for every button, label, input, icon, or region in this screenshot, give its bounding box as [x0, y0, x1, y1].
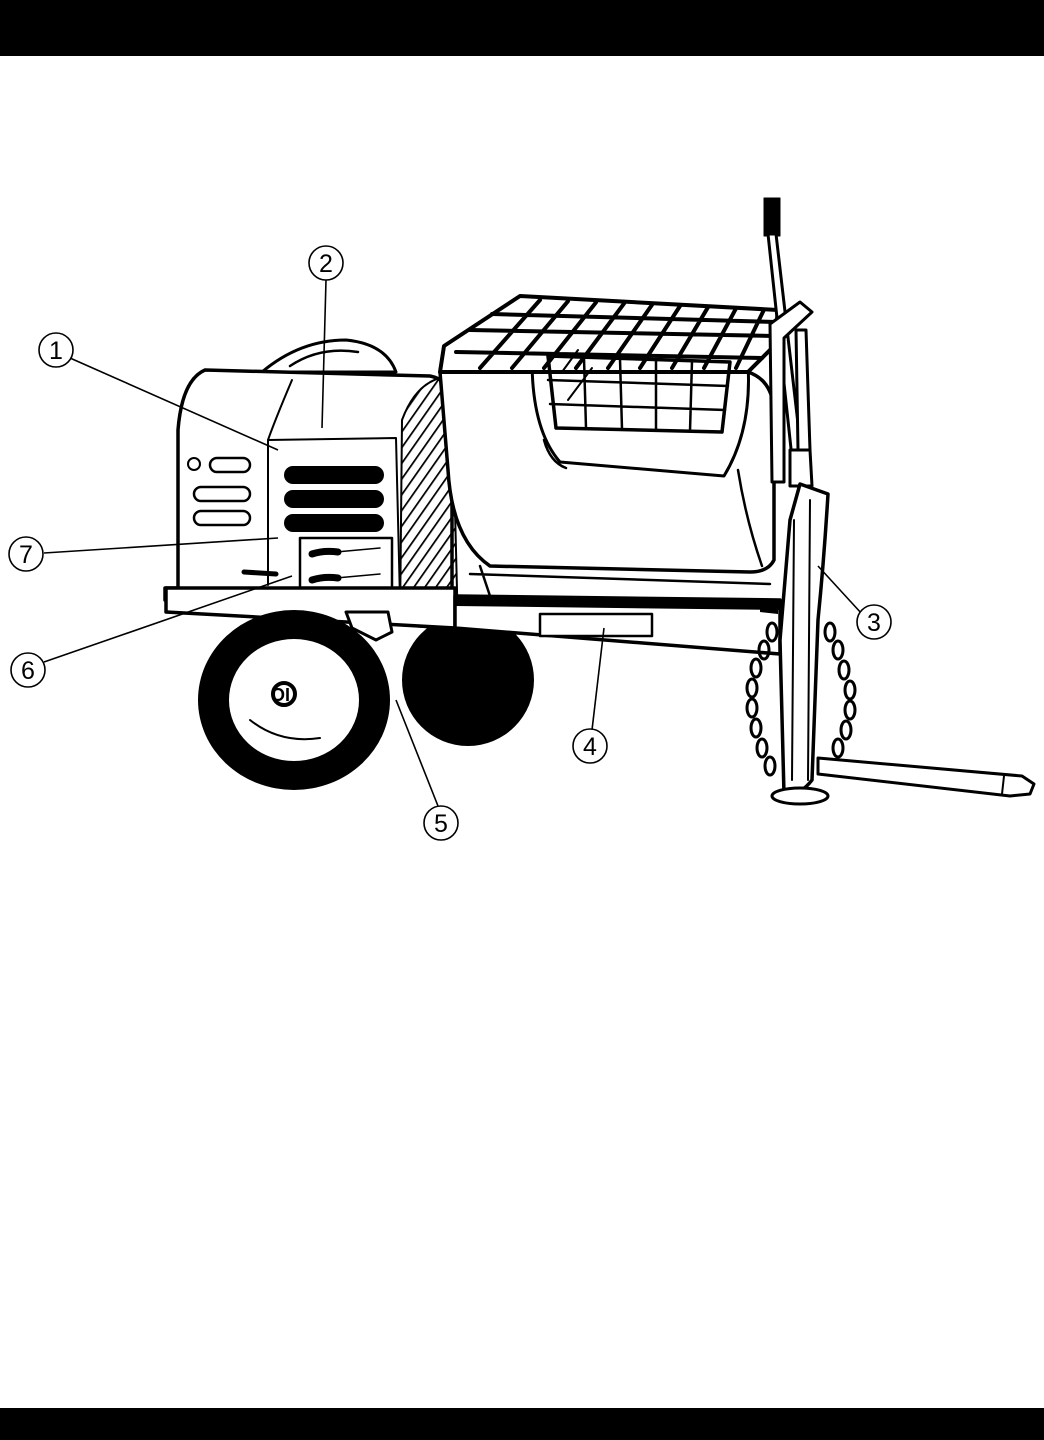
engine-vent-grille	[284, 466, 384, 532]
callout-5: 5	[424, 806, 458, 840]
mixer-illustration: OI	[165, 198, 1034, 804]
callout-1: 1	[39, 333, 73, 367]
leader-line-4	[592, 628, 604, 730]
callout-2-label: 2	[319, 250, 333, 278]
engine-cover-top	[262, 340, 396, 372]
front-wheel: OI	[198, 610, 390, 790]
leader-line-3	[818, 566, 862, 614]
callout-3: 3	[857, 605, 891, 639]
callout-5-label: 5	[434, 810, 448, 838]
callout-6: 6	[11, 653, 45, 687]
callout-2: 2	[309, 246, 343, 280]
svg-text:OI: OI	[271, 685, 290, 705]
callout-7: 7	[9, 537, 43, 571]
callout-3-label: 3	[867, 609, 881, 637]
engine-side-panel	[188, 458, 250, 525]
callout-4-label: 4	[583, 733, 597, 761]
callout-4: 4	[573, 729, 607, 763]
callout-6-label: 6	[21, 657, 35, 685]
callout-7-label: 7	[19, 541, 33, 569]
callout-1-label: 1	[49, 337, 63, 365]
serial-plate	[540, 614, 652, 636]
